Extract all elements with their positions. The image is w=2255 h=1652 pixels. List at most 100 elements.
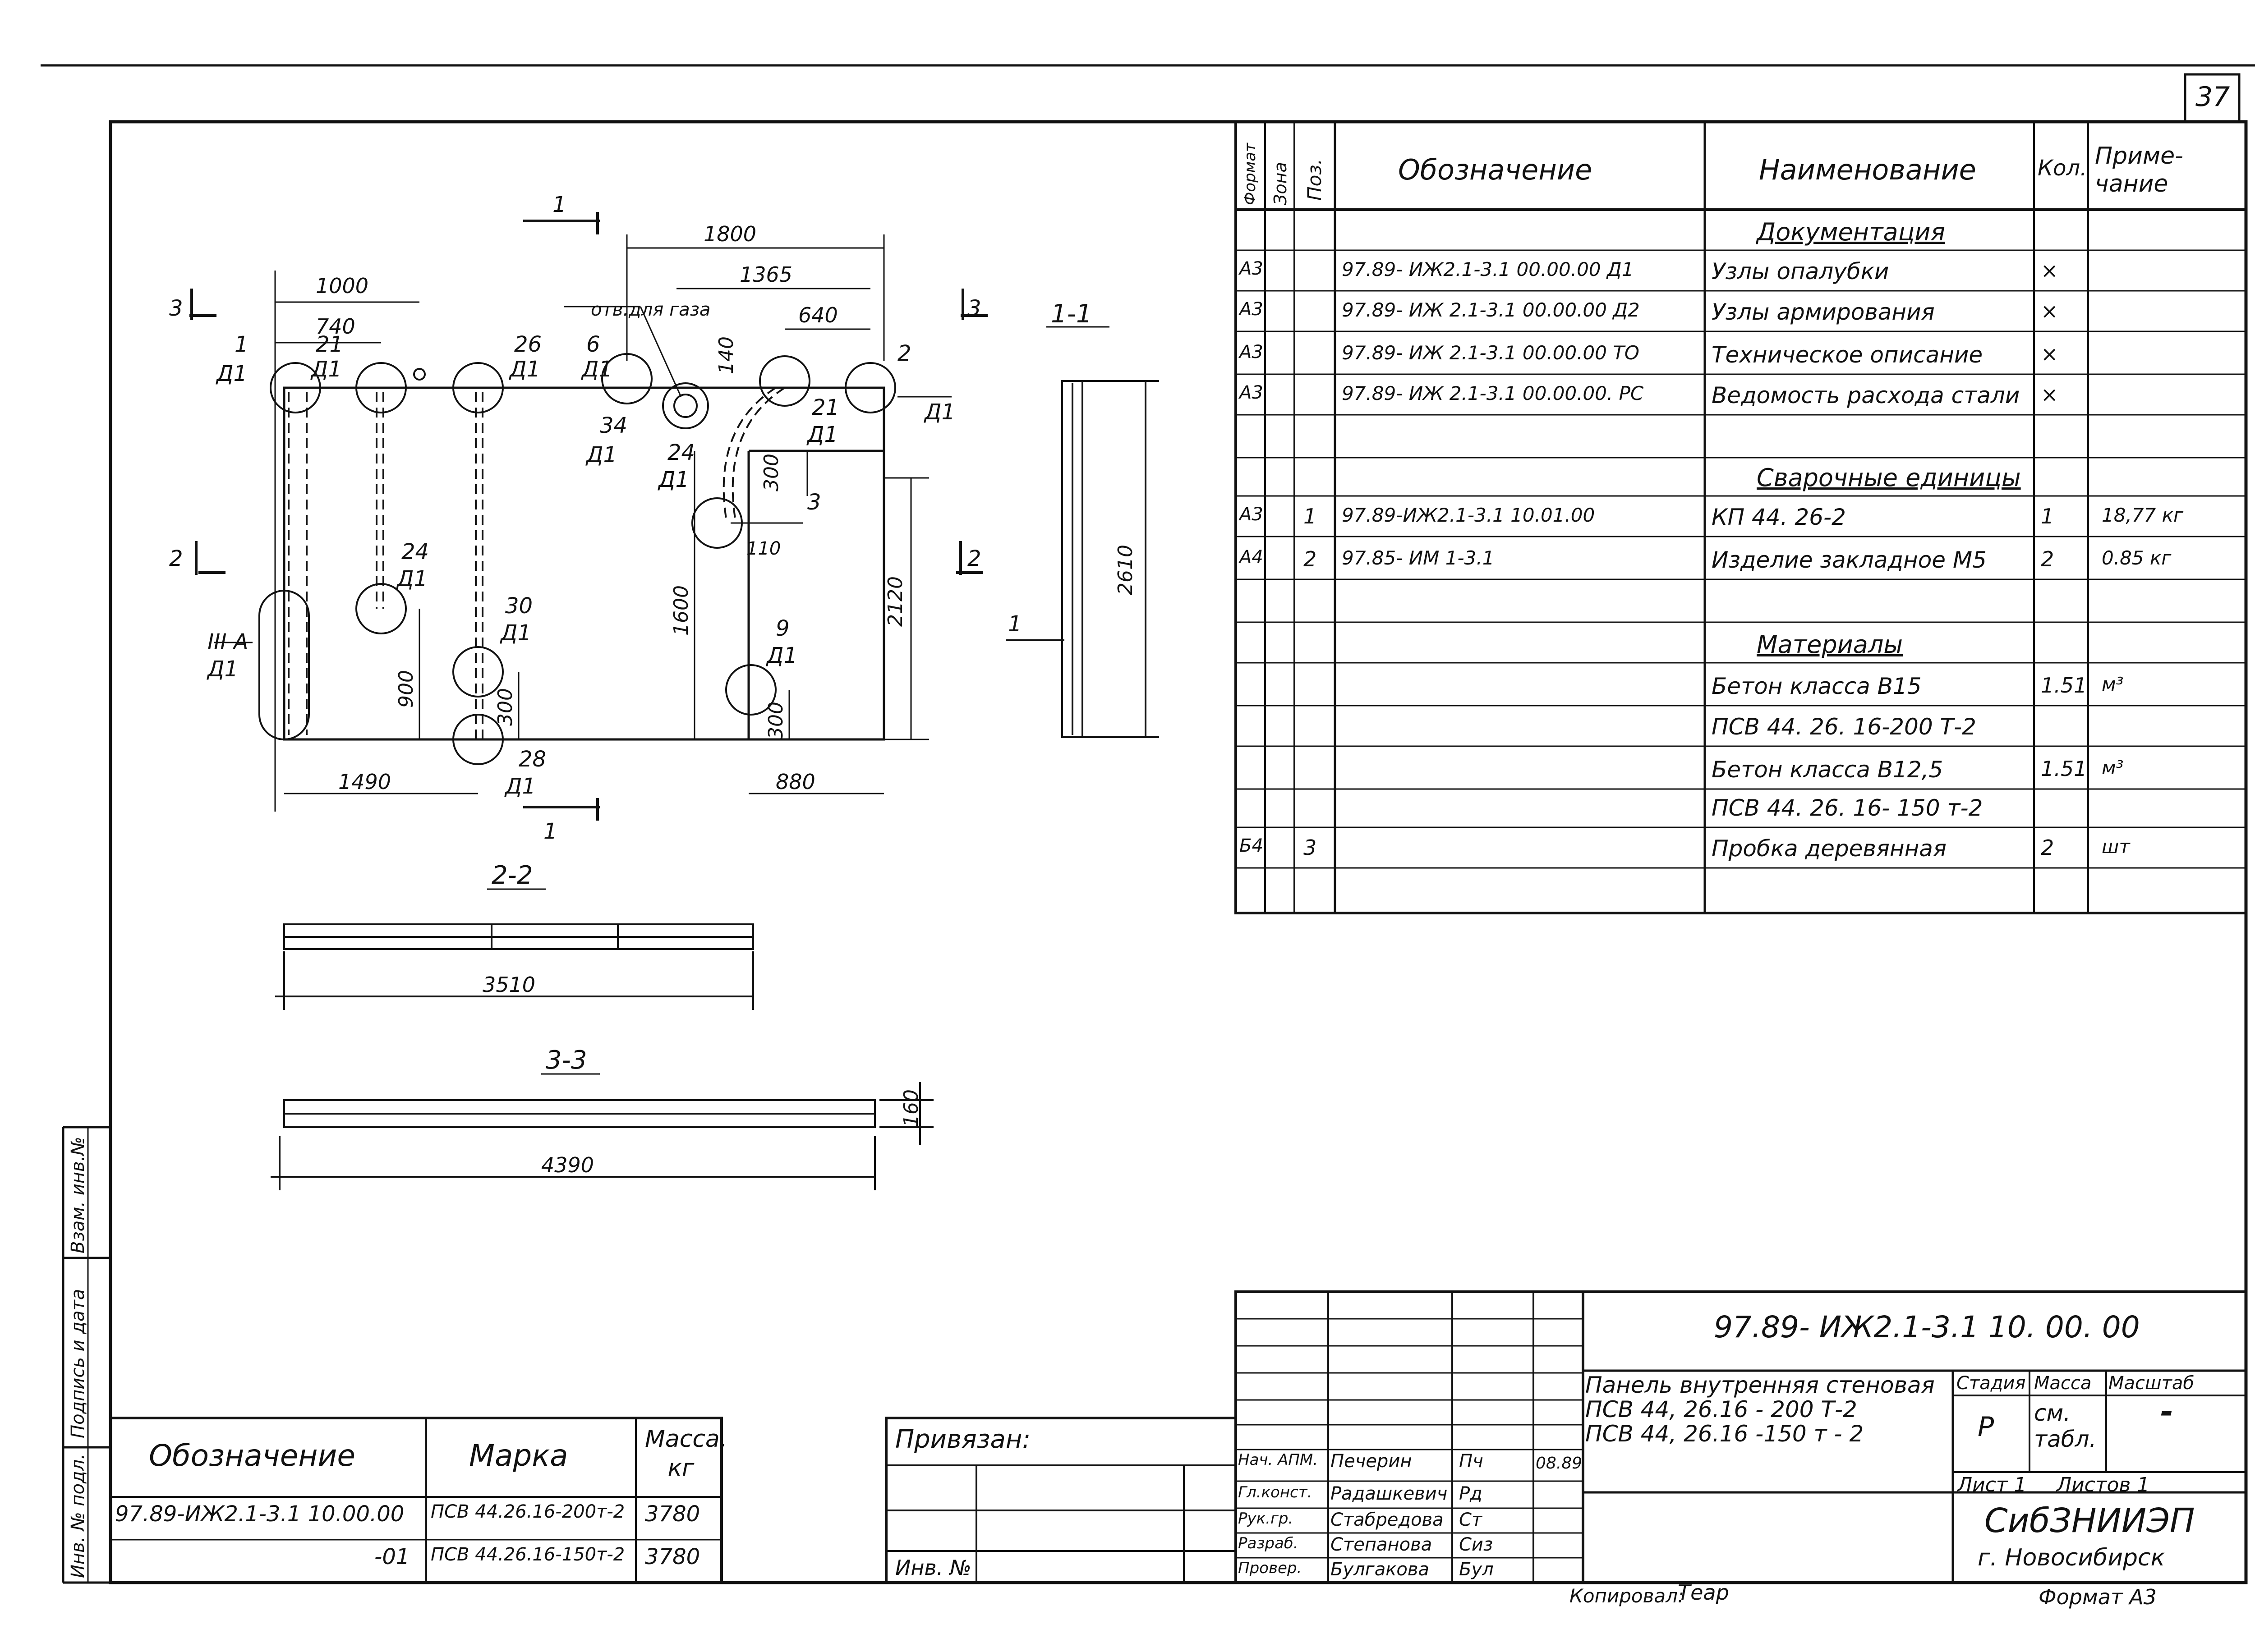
org-city: г. Новосибирск: [1978, 1544, 2165, 1571]
mass-value: см. табл.: [2034, 1400, 2097, 1452]
role-name: Печерин: [1330, 1451, 1412, 1472]
node-21b-d1: Д1: [806, 422, 838, 447]
spec-cell-name: Ведомость расхода стали: [1712, 382, 2020, 408]
section-3-3-title: 3-3: [546, 1046, 587, 1075]
node-30-d1: Д1: [500, 620, 531, 646]
node-3A-d1: Д1: [207, 656, 238, 682]
role-sig: Сиз: [1459, 1534, 1493, 1555]
role-sig: Ст: [1459, 1510, 1482, 1530]
spec-cell-note: м³: [2102, 757, 2124, 779]
spec-cell-name: Сварочные единицы: [1757, 463, 2021, 492]
section-2-2-title: 2-2: [492, 861, 533, 890]
pos-1-label: 1: [1008, 611, 1022, 637]
marks-cell-mark: ПСВ 44.26.16-150т-2: [431, 1544, 625, 1565]
spec-cell-designation: 97.89-ИЖ2.1-3.1 10.01.00: [1342, 504, 1595, 526]
node-26: 26: [514, 332, 542, 357]
spec-cell-designation: 97.89- ИЖ2.1-3.1 00.00.00 Д1: [1342, 258, 1634, 280]
spec-cell-name: Бетон класса В12,5: [1712, 757, 1943, 783]
spec-cell-format: А3: [1239, 504, 1263, 525]
spec-cell-qty: 1: [2041, 504, 2054, 528]
sheets-total: Листов 1: [2057, 1473, 2150, 1496]
spec-cell-name: Документация: [1757, 218, 1945, 246]
dim-4390: 4390: [541, 1153, 594, 1177]
spec-header-note: Приме- чание: [2095, 142, 2183, 197]
spec-cell-name: Узлы опалубки: [1712, 258, 1889, 285]
dim-1600: 1600: [670, 585, 693, 636]
copied-signature: Теар: [1678, 1580, 1729, 1605]
dim-160: 160: [900, 1089, 923, 1127]
role-role: Провер.: [1238, 1559, 1302, 1577]
scale-label: Масштаб: [2108, 1373, 2195, 1394]
spec-cell-qty: 1.51: [2041, 757, 2087, 781]
spec-cell-format: А3: [1239, 299, 1263, 320]
spec-cell-qty: ×: [2041, 382, 2058, 407]
node-3A: III A: [207, 629, 249, 655]
spec-cell-pos: 2: [1303, 547, 1317, 571]
marks-cell-mass: 3780: [645, 1501, 700, 1527]
role-sig: Рд: [1459, 1483, 1482, 1504]
dim-2610: 2610: [1114, 545, 1137, 595]
node-24b-d1: Д1: [396, 566, 428, 592]
node-6: 6: [586, 332, 600, 357]
node-2: 2: [897, 341, 911, 366]
spec-cell-designation: 97.85- ИМ 1-3.1: [1342, 547, 1495, 569]
node-6-d1: Д1: [581, 357, 612, 382]
cut-3-left: 3: [169, 296, 183, 321]
node-1-d1: Д1: [216, 361, 247, 386]
dim-300b: 300: [764, 702, 787, 739]
spec-cell-name: Узлы армирования: [1712, 299, 1935, 325]
dim-640: 640: [798, 303, 838, 327]
dim-300a: 300: [494, 688, 517, 726]
node-21a-d1: Д1: [310, 357, 342, 382]
node-34: 34: [600, 413, 627, 438]
node-34-d1: Д1: [585, 442, 617, 468]
spec-cell-name: Материалы: [1757, 630, 1903, 659]
spec-cell-name: Пробка деревянная: [1712, 835, 1947, 862]
role-role: Рук.гр.: [1238, 1510, 1293, 1528]
node-24b: 24: [401, 539, 429, 564]
role-role: Гл.конст.: [1238, 1483, 1312, 1501]
dim-140: 140: [715, 336, 738, 374]
spec-cell-note: 18,77 кг: [2102, 504, 2184, 526]
dim-880: 880: [776, 770, 815, 794]
dim-1000: 1000: [316, 274, 368, 298]
spec-cell-note: шт: [2102, 835, 2130, 858]
cut-2-left: 2: [169, 546, 183, 571]
hole-label: отв.для газа: [591, 299, 710, 320]
spec-cell-format: А3: [1239, 342, 1263, 363]
sheet-no: Лист 1: [1957, 1473, 2027, 1496]
dim-110: 110: [746, 538, 781, 559]
spec-cell-name: Изделие закладное М5: [1712, 547, 1987, 573]
spec-cell-pos: 1: [1303, 504, 1317, 528]
org-name: СибЗНИИЭП: [1984, 1501, 2195, 1540]
section-1-1-title: 1-1: [1051, 299, 1092, 329]
spec-cell-name: ПСВ 44. 26. 16-200 Т-2: [1712, 714, 1976, 740]
spec-cell-qty: 2: [2041, 835, 2054, 860]
spec-cell-note: 0.85 кг: [2102, 547, 2172, 569]
role-role: Разраб.: [1238, 1534, 1298, 1552]
spec-cell-designation: 97.89- ИЖ 2.1-3.1 00.00.00. РС: [1342, 382, 1644, 404]
dim-740: 740: [316, 314, 355, 339]
marks-header-mass: Масса, кг: [645, 1426, 727, 1482]
spec-cell-pos: 3: [1303, 835, 1317, 860]
format-label: Формат А3: [2039, 1585, 2157, 1609]
spec-cell-format: А3: [1239, 258, 1263, 279]
spec-cell-designation: 97.89- ИЖ 2.1-3.1 00.00.00 ТО: [1342, 342, 1639, 364]
spec-cell-qty: 1.51: [2041, 673, 2087, 698]
node-26-d1: Д1: [509, 357, 540, 382]
node-9-d1: Д1: [766, 643, 797, 668]
dim-1490: 1490: [338, 770, 391, 794]
spec-cell-qty: ×: [2041, 258, 2058, 283]
node-30: 30: [505, 593, 533, 619]
node-9: 9: [776, 616, 790, 641]
node-21b: 21: [812, 395, 839, 420]
stage-label: Стадия: [1956, 1373, 2026, 1394]
scale-value: -: [2160, 1393, 2174, 1430]
role-name: Радашкевич: [1330, 1483, 1448, 1504]
spec-cell-qty: 2: [2041, 547, 2054, 571]
marks-cell-mark: ПСВ 44.26.16-200т-2: [431, 1501, 625, 1522]
